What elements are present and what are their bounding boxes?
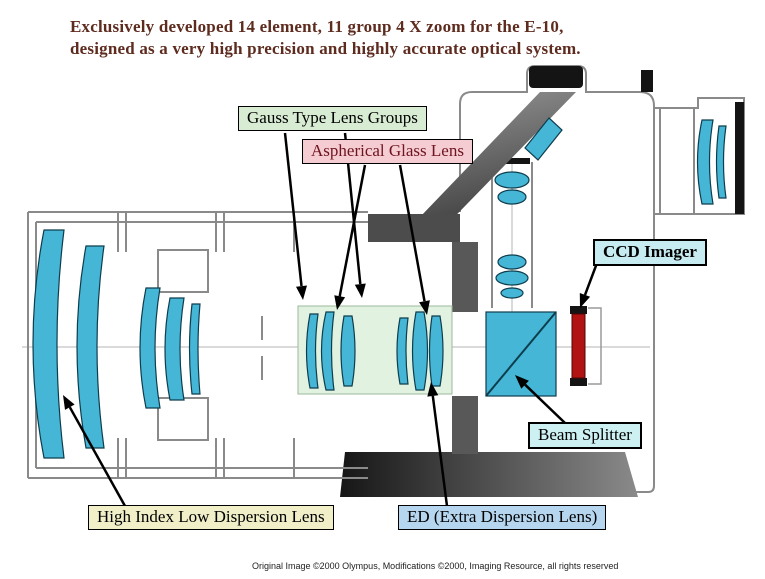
gauss-lens-elements (305, 311, 444, 391)
page-title: Exclusively developed 14 element, 11 gro… (70, 16, 581, 60)
label-high-index-low-dispersion-lens: High Index Low Dispersion Lens (88, 505, 334, 530)
label-gauss-type-lens-groups: Gauss Type Lens Groups (238, 106, 427, 131)
viewfinder-relay-lenses (494, 117, 563, 299)
callout-arrows (63, 132, 599, 507)
label-aspherical-glass-lens: Aspherical Glass Lens (302, 139, 473, 164)
copyright-note: Original Image ©2000 Olympus, Modificati… (252, 561, 619, 571)
label-ed-extra-dispersion-lens: ED (Extra Dispersion Lens) (398, 505, 607, 530)
label-ccd-imager: CCD Imager (593, 239, 707, 266)
camera-top-housing (494, 66, 744, 214)
label-beam-splitter: Beam Splitter (528, 422, 642, 449)
ccd-imager-chip (570, 306, 602, 386)
internal-shading (340, 92, 638, 497)
title-line1: Exclusively developed 14 element, 11 gro… (70, 17, 564, 36)
title-line2: designed as a very high precision and hi… (70, 39, 581, 58)
front-lens-group (32, 229, 201, 459)
viewfinder-eyepiece-lenses (696, 119, 727, 205)
